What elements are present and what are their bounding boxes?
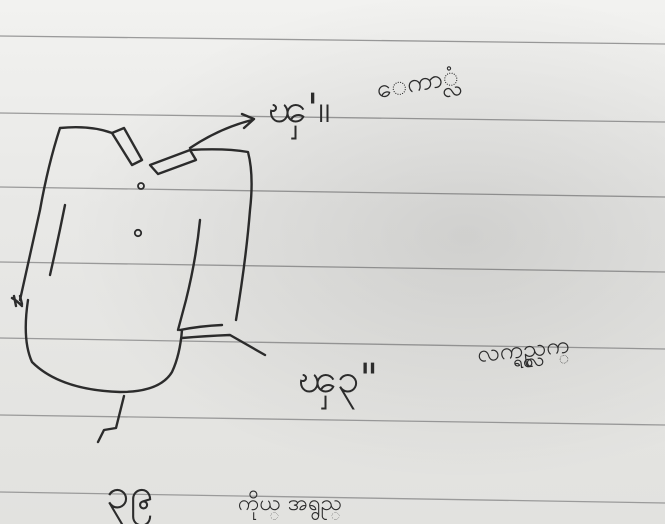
shirt-collar	[110, 126, 144, 167]
collar-measure-text: ၾ'၊၊	[268, 86, 331, 140]
collar-word-text: ေကာ္လံ	[374, 61, 464, 110]
shirt-left-sleeve	[18, 125, 114, 302]
shirt-button-2	[133, 228, 143, 238]
collar-arrow-icon	[188, 112, 256, 150]
shirt-button-1	[137, 182, 145, 190]
shirt-right-sleeve	[188, 148, 253, 322]
sleeve-word-text: လက္ရွည္လက္	[476, 330, 572, 374]
shirt-body-outline	[24, 298, 184, 394]
length-word-text: ကိုယ္ အရွည္	[238, 490, 342, 521]
length-pointer-icon	[96, 394, 126, 444]
sleeve-measure-text: ၾ၃"	[298, 356, 378, 410]
shirt-sketch	[10, 112, 267, 444]
ruled-lines	[0, 35, 665, 504]
length-measure-text: ၃၉	[106, 469, 153, 524]
